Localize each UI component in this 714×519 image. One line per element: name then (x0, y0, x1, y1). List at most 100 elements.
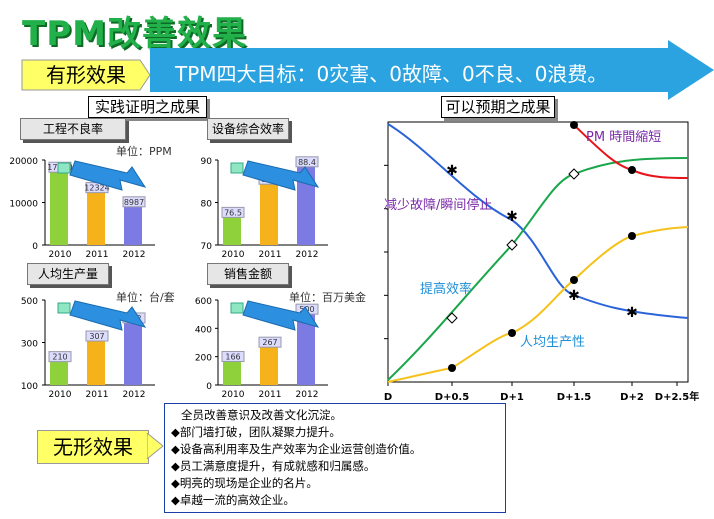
y-tick-label: 0 (32, 242, 38, 252)
list-item: ◆部门墙打破，团队凝聚力提升。 (171, 425, 341, 439)
curve-marker-diamond (568, 168, 580, 180)
bar-value-label: 76.5 (224, 208, 242, 217)
x-tick-label: 2011 (259, 390, 282, 400)
curve-marker-star: ✱ (446, 163, 458, 179)
bar-label-box (258, 336, 282, 348)
x-tick-label: D+1.5 (557, 392, 591, 403)
trend-arrow-icon (242, 300, 320, 331)
bar (124, 206, 142, 245)
y-tick-label: 0 (206, 382, 212, 392)
page-title: TPM改善效果 (22, 14, 247, 54)
x-tick-label: 2012 (123, 390, 146, 400)
bar (87, 341, 105, 385)
x-tick-label: 2010 (222, 250, 245, 260)
y-tick-label: 20000 (9, 157, 38, 167)
trend-arrow-tail-icon (57, 302, 71, 314)
banner-arrow (21, 40, 714, 100)
x-tick-label: 2012 (296, 390, 319, 400)
x-tick-label: 2011 (86, 250, 109, 260)
curve-marker-dot (570, 276, 578, 284)
trend-arrow-tail-icon (230, 302, 244, 314)
chart-title-output-per-person: 人均生产量 (27, 263, 109, 285)
expected-results-label: 可以预期之成果 (441, 96, 555, 118)
bar (260, 347, 278, 385)
curve-label-efficiency: 提高效率 (420, 282, 473, 297)
chart-title-defect-rate: 工程不良率 (20, 118, 126, 140)
chart-unit-sales: 单位：百万美金 (289, 291, 366, 304)
intangible-arrow-icon (147, 433, 164, 459)
x-tick-label: 2012 (123, 250, 146, 260)
chart-title-oee: 设备综合效率 (207, 118, 289, 140)
y-tick-label: 400 (195, 325, 212, 335)
curve-marker-dot (448, 364, 456, 372)
curve-marker-dot (508, 329, 516, 337)
curve-failure (387, 123, 689, 319)
curve-label-pm: PM 時間縮短 (586, 130, 662, 145)
bar-value-label: 267 (262, 338, 277, 347)
bar (297, 314, 315, 385)
x-tick-label: D+0.5 (435, 392, 469, 403)
x-tick-label: D+2.5年 (655, 390, 699, 403)
x-tick-label: D+1 (500, 392, 524, 403)
x-tick-label: 2010 (49, 390, 72, 400)
chart-unit-defect-rate: 单位：PPM (116, 145, 172, 158)
banner-text: TPM四大目标：0灾害、0故障、0不良、0浪费。 (175, 62, 608, 86)
bar (223, 361, 241, 385)
bar-label-box (221, 206, 245, 218)
trend-arrow-tail-icon (57, 162, 71, 174)
x-tick-label: D+2 (620, 392, 644, 403)
bar-value-label: 210 (52, 353, 67, 362)
bar-label-box (221, 350, 245, 362)
list-item: ◆明亮的现场是企业的名片。 (171, 476, 318, 490)
bar-label-box (295, 156, 319, 168)
bar-label-box (122, 196, 146, 208)
tangible-effect-label: 有形效果 (46, 63, 126, 87)
bar (297, 166, 315, 245)
x-tick-label: 2011 (86, 390, 109, 400)
curve-marker-dot (628, 232, 636, 240)
x-tick-label: 2010 (222, 390, 245, 400)
bar (87, 192, 105, 245)
chart-title-sales: 销售金额 (207, 263, 289, 285)
trend-arrow-icon (69, 160, 147, 191)
y-tick-label: 70 (201, 242, 213, 252)
bar (50, 172, 68, 245)
intangible-effect-label: 无形效果 (37, 430, 149, 464)
intangible-effects-list: 全员改善意识及改善文化沉淀。 ◆部门墙打破，团队凝聚力提升。 ◆设备高利用率及生… (164, 403, 506, 513)
curve-marker-dot (628, 166, 636, 174)
list-item: 全员改善意识及改善文化沉淀。 (181, 408, 342, 422)
y-tick-label: 80 (201, 200, 213, 210)
bar-value-label: 88.4 (298, 158, 316, 167)
y-tick-label: 300 (21, 340, 38, 350)
curve-label-productivity: 人均生产性 (520, 335, 586, 350)
bar-value-label: 166 (225, 352, 240, 361)
x-tick-label: 2011 (259, 250, 282, 260)
bar-value-label: 307 (89, 332, 104, 341)
chart-unit-output-per-person: 单位：台/套 (116, 291, 175, 304)
curve-marker-star: ✱ (626, 305, 638, 321)
bar (124, 322, 142, 385)
curve-marker-star: ✱ (506, 209, 518, 225)
y-tick-label: 100 (21, 382, 38, 392)
x-tick-label: 2010 (49, 250, 72, 260)
curve-marker-dot (570, 121, 578, 129)
x-tick-label: D (384, 392, 392, 403)
curve-marker-diamond (446, 312, 458, 324)
y-tick-label: 90 (201, 157, 213, 167)
curve-marker-diamond (506, 239, 518, 251)
bar-label-box (85, 330, 109, 342)
y-tick-label: 200 (195, 354, 212, 364)
bar-label-box (48, 351, 72, 363)
y-tick-label: 600 (195, 297, 212, 307)
x-tick-label: 2012 (296, 250, 319, 260)
trend-arrow-icon (242, 160, 320, 191)
y-tick-label: 10000 (9, 200, 38, 210)
list-item: ◆员工满意度提升，有成就感和归属感。 (171, 459, 376, 473)
curve-label-failure: 减少故障/瞬间停止 (384, 198, 493, 213)
bar-value-label: 8987 (124, 198, 144, 207)
bar (223, 217, 241, 245)
trend-arrow-icon (69, 300, 147, 331)
curve-efficiency (387, 157, 689, 381)
